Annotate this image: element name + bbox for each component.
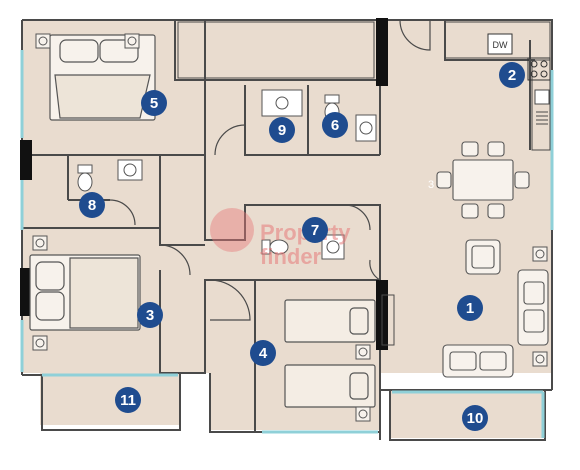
svg-text:2: 2 [508,67,516,84]
room-badge-1: 1 [457,295,483,321]
sofa-icon [442,269,549,378]
room-badge-7: 7 [302,217,328,243]
svg-text:8: 8 [88,197,96,214]
room-badge-3: 3 [137,302,163,328]
dishwasher-icon: DW [487,33,513,55]
svg-text:7: 7 [311,222,319,239]
bed-icon [49,34,156,121]
bed-icon [29,254,141,331]
small-mark: 3 [428,179,434,191]
svg-text:9: 9 [278,122,286,139]
room-badge-6: 6 [322,112,348,138]
lamp-icon [32,33,548,422]
svg-text:10: 10 [467,410,484,427]
svg-text:1: 1 [466,300,474,317]
svg-text:11: 11 [120,392,136,409]
dishwasher-label: DW [493,40,508,50]
door-swings [109,19,431,321]
svg-text:4: 4 [259,345,268,362]
room-badge-4: 4 [250,340,276,366]
kitchen-counter-icon [444,21,551,151]
room-badge-2: 2 [499,62,525,88]
room-badge-5: 5 [141,90,167,116]
shower-icon [261,89,303,117]
room-badge-11: 11 [115,387,141,413]
room-badges: 1 2 3 4 5 6 7 8 9 10 11 [79,62,525,431]
svg-text:5: 5 [150,95,158,112]
windows [20,50,554,438]
watermark: Property finder [210,208,351,269]
bed-icon [284,299,376,408]
stove-icon [527,57,551,81]
room-badge-10: 10 [462,405,488,431]
room-badge-9: 9 [269,117,295,143]
wardrobe [177,21,375,79]
svg-text:3: 3 [146,307,154,324]
room-badge-8: 8 [79,192,105,218]
watermark-line2: finder [260,244,322,269]
tv-unit [381,294,395,346]
armchair-icon [465,239,501,275]
dining-table-icon [436,141,530,219]
svg-text:6: 6 [331,117,339,134]
sink-icon [117,114,377,260]
